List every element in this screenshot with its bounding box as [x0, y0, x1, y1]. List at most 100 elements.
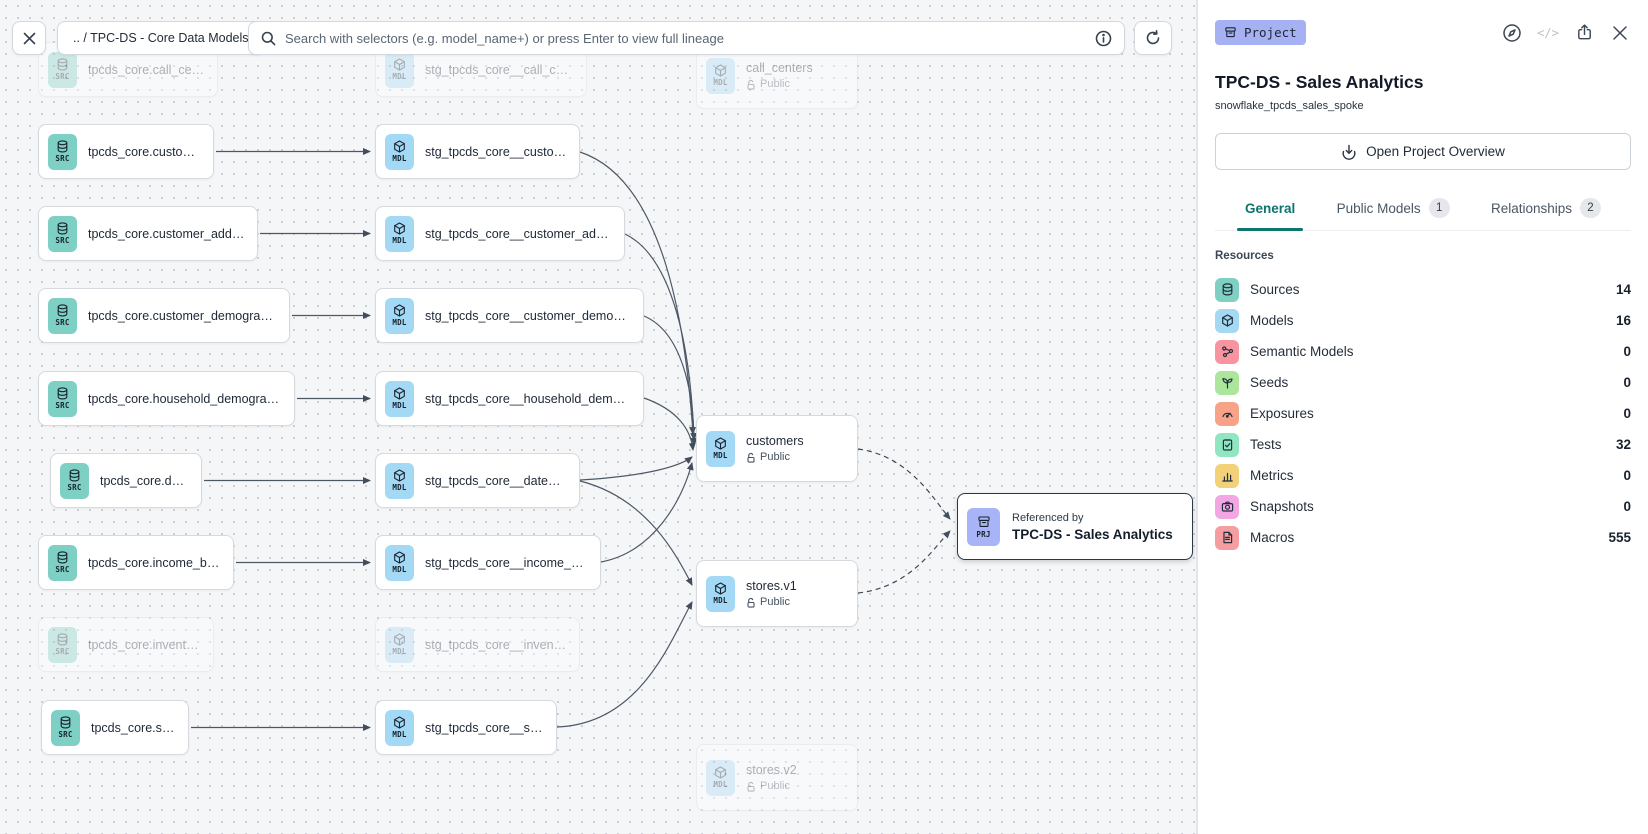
lock-open-icon — [746, 452, 756, 463]
cube-icon — [714, 437, 727, 450]
source-tile: SRC — [48, 52, 77, 88]
cube-icon — [714, 766, 727, 779]
source-node-household-demographics[interactable]: SRC tpcds_core.household_demographics — [38, 371, 295, 426]
model-node-stg-customer-address[interactable]: MDL stg_tpcds_core__customer_address — [375, 206, 625, 261]
exposures-tile — [1215, 402, 1239, 426]
gauge-icon — [1221, 407, 1234, 420]
source-node-customer-demographics[interactable]: SRC tpcds_core.customer_demographics — [38, 288, 290, 343]
model-node-stg-income-band[interactable]: MDL stg_tpcds_core__income_band — [375, 535, 601, 590]
metrics-tile — [1215, 464, 1239, 488]
database-icon — [56, 304, 69, 317]
breadcrumb-label: .. / TPC-DS - Core Data Models — [73, 31, 249, 45]
breadcrumb[interactable]: .. / TPC-DS - Core Data Models — [57, 21, 265, 55]
source-tile: SRC — [48, 298, 77, 334]
source-node-store[interactable]: SRC tpcds_core.store — [41, 700, 189, 755]
public-model-node-stores-v2[interactable]: MDL stores.v2 Public — [696, 744, 858, 811]
seedling-icon — [1221, 376, 1234, 389]
model-tile: MDL — [385, 52, 414, 88]
database-icon — [56, 633, 69, 646]
resource-row-metrics: Metrics 0 — [1215, 460, 1631, 491]
resource-row-sources: Sources 14 — [1215, 274, 1631, 305]
model-tile: MDL — [385, 463, 414, 499]
model-node-stg-date-dim[interactable]: MDL stg_tpcds_core__date_dim — [375, 453, 580, 508]
resource-row-snapshots: Snapshots 0 — [1215, 491, 1631, 522]
source-node-date-dim[interactable]: SRC tpcds_core.date_dim — [50, 453, 202, 508]
source-node-customer-address[interactable]: SRC tpcds_core.customer_address — [38, 206, 258, 261]
lineage-canvas[interactable]: .. / TPC-DS - Core Data Models SRC tpcds… — [0, 0, 1197, 834]
resource-row-exposures: Exposures 0 — [1215, 398, 1631, 429]
public-model-node-stores-v1[interactable]: MDL stores.v1 Public — [696, 560, 858, 627]
model-node-stg-customer[interactable]: MDL stg_tpcds_core__customer — [375, 124, 580, 179]
cube-icon — [714, 582, 727, 595]
database-icon — [56, 58, 69, 71]
lock-open-icon — [746, 79, 756, 90]
project-node-referenced-by[interactable]: PRJ Referenced by TPC-DS - Sales Analyti… — [957, 493, 1193, 560]
refresh-icon — [1145, 30, 1161, 46]
close-lineage-button[interactable] — [12, 21, 46, 55]
share-button[interactable] — [1573, 22, 1595, 44]
model-tile: MDL — [706, 431, 735, 467]
info-icon[interactable] — [1095, 30, 1112, 47]
code-icon: </> — [1537, 26, 1559, 40]
cube-icon — [393, 58, 406, 71]
resources-heading: Resources — [1215, 250, 1631, 262]
camera-icon — [1221, 500, 1234, 513]
cube-icon — [393, 387, 406, 400]
refresh-button[interactable] — [1134, 21, 1172, 55]
model-tile: MDL — [706, 58, 735, 94]
resource-row-tests: Tests 32 — [1215, 429, 1631, 460]
open-project-overview-button[interactable]: Open Project Overview — [1215, 133, 1631, 170]
source-node-income-band[interactable]: SRC tpcds_core.income_band — [38, 535, 234, 590]
seeds-tile — [1215, 371, 1239, 395]
open-overview-icon — [1341, 144, 1357, 160]
close-panel-button[interactable] — [1609, 22, 1631, 44]
tab-relationships[interactable]: Relationships 2 — [1489, 190, 1603, 230]
source-tile: SRC — [48, 134, 77, 170]
cube-icon — [714, 64, 727, 77]
code-view-button[interactable]: </> — [1537, 22, 1559, 44]
resource-row-macros: Macros 555 — [1215, 522, 1631, 553]
macros-tile — [1215, 526, 1239, 550]
compass-icon — [1502, 23, 1522, 43]
model-node-stg-household-demographics[interactable]: MDL stg_tpcds_core__household_demographi… — [375, 371, 644, 426]
model-node-stg-inventory[interactable]: MDL stg_tpcds_core__inventory — [375, 617, 580, 672]
public-model-node-customers[interactable]: MDL customers Public — [696, 415, 858, 482]
details-panel: Project </> TPC-DS - Sales Analytics sno… — [1197, 0, 1648, 834]
resource-row-models: Models 16 — [1215, 305, 1631, 336]
cube-icon — [393, 140, 406, 153]
project-identifier: snowflake_tpcds_sales_spoke — [1215, 100, 1631, 112]
cube-icon — [393, 304, 406, 317]
source-node-inventory[interactable]: SRC tpcds_core.inventory — [38, 617, 214, 672]
model-tile: MDL — [385, 134, 414, 170]
project-tile: PRJ — [967, 508, 1000, 546]
model-tile: MDL — [385, 545, 414, 581]
model-tile: MDL — [385, 627, 414, 663]
lineage-compass-button[interactable] — [1501, 22, 1523, 44]
model-tile: MDL — [385, 298, 414, 334]
search-input[interactable] — [285, 31, 1086, 46]
model-node-stg-store[interactable]: MDL stg_tpcds_core__store — [375, 700, 557, 755]
model-tile: MDL — [385, 381, 414, 417]
lock-open-icon — [746, 597, 756, 608]
source-tile: SRC — [60, 463, 89, 499]
database-icon — [1221, 283, 1234, 296]
close-icon — [23, 32, 36, 45]
database-icon — [56, 551, 69, 564]
semantic-graph-icon — [1221, 345, 1234, 358]
model-tile: MDL — [385, 710, 414, 746]
source-tile: SRC — [48, 627, 77, 663]
model-tile: MDL — [706, 576, 735, 612]
clipboard-check-icon — [1221, 438, 1234, 451]
sources-tile — [1215, 278, 1239, 302]
project-icon — [1224, 26, 1237, 39]
source-node-customer[interactable]: SRC tpcds_core.customer — [38, 124, 214, 179]
tab-count-badge: 1 — [1429, 198, 1450, 218]
tab-public-models[interactable]: Public Models 1 — [1335, 190, 1452, 230]
source-tile: SRC — [48, 216, 77, 252]
source-tile: SRC — [48, 545, 77, 581]
model-node-stg-customer-demographics[interactable]: MDL stg_tpcds_core__customer_demographic… — [375, 288, 644, 343]
source-tile: SRC — [48, 381, 77, 417]
tab-general[interactable]: General — [1243, 190, 1297, 230]
models-tile — [1215, 309, 1239, 333]
panel-tabs: General Public Models 1 Relationships 2 — [1215, 190, 1631, 231]
